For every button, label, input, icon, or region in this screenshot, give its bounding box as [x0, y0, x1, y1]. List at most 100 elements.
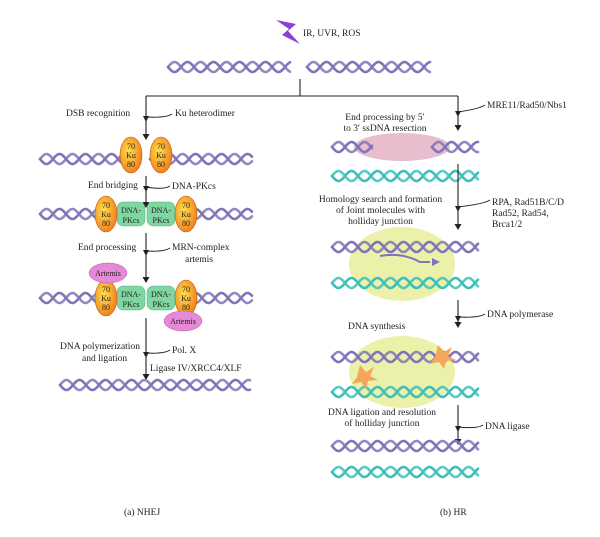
hr-factor-arrow-2-line: [457, 199, 491, 208]
nhej-step-end-bridging: End bridging: [88, 181, 138, 191]
hr-factor-brca: Brca1/2: [492, 220, 523, 230]
nhej-arrow-1: [142, 96, 150, 140]
dna-top-left: [166, 60, 292, 74]
dna-hr-3-teal: [330, 385, 480, 399]
nhej-factor-arrow-1: [143, 113, 173, 122]
hr-arrow-2: [454, 164, 462, 230]
hr-step-homology-2: of Joint molecules with: [336, 206, 425, 216]
pkcs-nhej-3-right-label-top: DNA-: [151, 290, 171, 299]
artemis-nhej-bottom-body: [163, 310, 203, 332]
ku-nhej-3-left-label-ku: Ku: [101, 294, 111, 303]
dna-hr-1-left: [330, 140, 374, 154]
ku-nhej-1-right-label-80: 80: [157, 160, 165, 169]
pkcs-nhej-3-left-label-top: DNA-: [121, 290, 141, 299]
pkcs-nhej-3-left: DNA-PKcs: [116, 285, 146, 311]
hr-factor-arrow-1-line: [457, 104, 486, 113]
hr-factor-arrow-4-line: [457, 424, 484, 429]
ku-nhej-3-right-label-ku: Ku: [181, 294, 191, 303]
nhej-step-dsb-recognition: DSB recognition: [66, 109, 131, 119]
pkcs-nhej-2-left-label-bot: PKcs: [123, 216, 140, 225]
hr-factor-mre11: MRE11/Rad50/Nbs1: [487, 101, 567, 111]
nhej-arrow-3: [142, 233, 150, 283]
nhej-arrow-2-head: [142, 202, 150, 208]
dna-hr-1-left-strand-a: [330, 140, 374, 154]
dna-top-left-strand-a: [166, 60, 292, 74]
hr-factor-arrow-2-head: [455, 206, 461, 212]
dna-hr-2-purple-strand-a: [330, 240, 480, 254]
hr-factor-arrow-1-head: [455, 111, 461, 117]
ku-nhej-2-right-label-80: 80: [182, 219, 190, 228]
nhej-factor-arrow-4-line: [145, 349, 171, 354]
ku-nhej-3-right-label-70: 70: [182, 285, 190, 294]
pkcs-nhej-2-right-label-bot: PKcs: [153, 216, 170, 225]
hr-step-homology-3: holliday junction: [348, 217, 413, 227]
hr-bubble-2: [349, 227, 455, 301]
nhej-arrow-1-head: [142, 134, 150, 140]
dna-hr-1-right-strand-b: [430, 140, 480, 154]
dna-hr-3-teal-strand-b: [330, 385, 480, 399]
dna-hr-1-teal-strand-a: [330, 169, 480, 183]
hr-invasion-arrowhead-1: [432, 258, 440, 266]
dna-top-left-strand-b: [166, 60, 292, 74]
ku-nhej-1-right-label-70: 70: [157, 142, 165, 151]
dna-top-right-strand-b: [305, 60, 432, 74]
nhej-step-dna-polymerization: DNA polymerization: [60, 342, 140, 352]
hr-step-dna-synthesis: DNA synthesis: [348, 322, 406, 332]
ku-nhej-1-left-label-70: 70: [127, 142, 135, 151]
ku-nhej-1-left-label-80: 80: [127, 160, 135, 169]
artemis-nhej-bottom: Artemis: [163, 310, 203, 332]
nhej-factor-artemis: artemis: [185, 255, 213, 265]
nhej-factor-ligase-iv: Ligase IV/XRCC4/XLF: [150, 364, 242, 374]
hr-factor-arrow-3-head: [455, 316, 461, 322]
pkcs-nhej-3-right-label-bot: PKcs: [153, 300, 170, 309]
hr-factor-rpa: RPA, Rad51B/C/D: [492, 198, 564, 208]
nhej-factor-arrow-4-head: [143, 352, 149, 358]
dna-hr-4-teal-strand-a: [330, 465, 480, 479]
nhej-factor-arrow-2-line: [145, 185, 171, 189]
hr-factor-arrow-3: [455, 313, 486, 322]
nhej-factor-mrn-complex: MRN-complex: [172, 243, 230, 253]
ku-nhej-2-left-label-80: 80: [102, 219, 110, 228]
damage-label: IR, UVR, ROS: [303, 29, 361, 39]
nhej-factor-arrow-2: [143, 185, 171, 192]
hr-invasion-strand-1: [379, 253, 430, 263]
hr-factor-arrow-4: [455, 424, 484, 432]
ku-nhej-1-right-label-ku: Ku: [156, 151, 166, 160]
dna-hr-4-purple: [330, 439, 480, 453]
hr-factor-rad52: Rad52, Rad54,: [492, 209, 549, 219]
artemis-nhej-top: Artemis: [88, 262, 128, 284]
ku-nhej-2-right-label-ku: Ku: [181, 210, 191, 219]
ku-nhej-3-left-label-80: 80: [102, 303, 110, 312]
hr-factor-arrow-2: [455, 199, 491, 212]
caption-nhej: (a) NHEJ: [124, 508, 161, 518]
nhej-factor-arrow-1-line: [145, 113, 173, 118]
hr-step-homology-1: Homology search and formation: [318, 195, 443, 205]
dna-hr-2-purple-strand-b: [330, 240, 480, 254]
lightning-icon: [276, 20, 300, 44]
mre11-complex-blob: [354, 133, 450, 161]
ku-nhej-3-right-label-80: 80: [182, 303, 190, 312]
ku-nhej-2-left-body: [94, 195, 118, 233]
nhej-arrow-3-head: [142, 277, 150, 283]
hr-factor-arrow-3-line: [457, 313, 486, 318]
nhej-factor-arrow-4: [143, 349, 171, 358]
hr-arrow-1-head: [454, 125, 462, 131]
dna-hr-4-teal: [330, 465, 480, 479]
caption-hr: (b) HR: [440, 508, 467, 518]
hr-synthesis-flash-1: [430, 345, 456, 369]
hr-step-end-processing-2: to 3′ ssDNA resection: [343, 124, 427, 134]
dna-hr-3-teal-strand-a: [330, 385, 480, 399]
dna-hr-3-purple-strand-b: [330, 350, 480, 364]
hr-factor-dna-ligase: DNA ligase: [485, 422, 530, 432]
ku-nhej-2-right-label-70: 70: [182, 201, 190, 210]
hr-arrow-3-head: [454, 322, 462, 328]
pkcs-nhej-3-left-label-bot: PKcs: [123, 300, 140, 309]
nhej-factor-arrow-2-head: [143, 186, 149, 192]
ku-nhej-1-left-body: [119, 136, 143, 174]
